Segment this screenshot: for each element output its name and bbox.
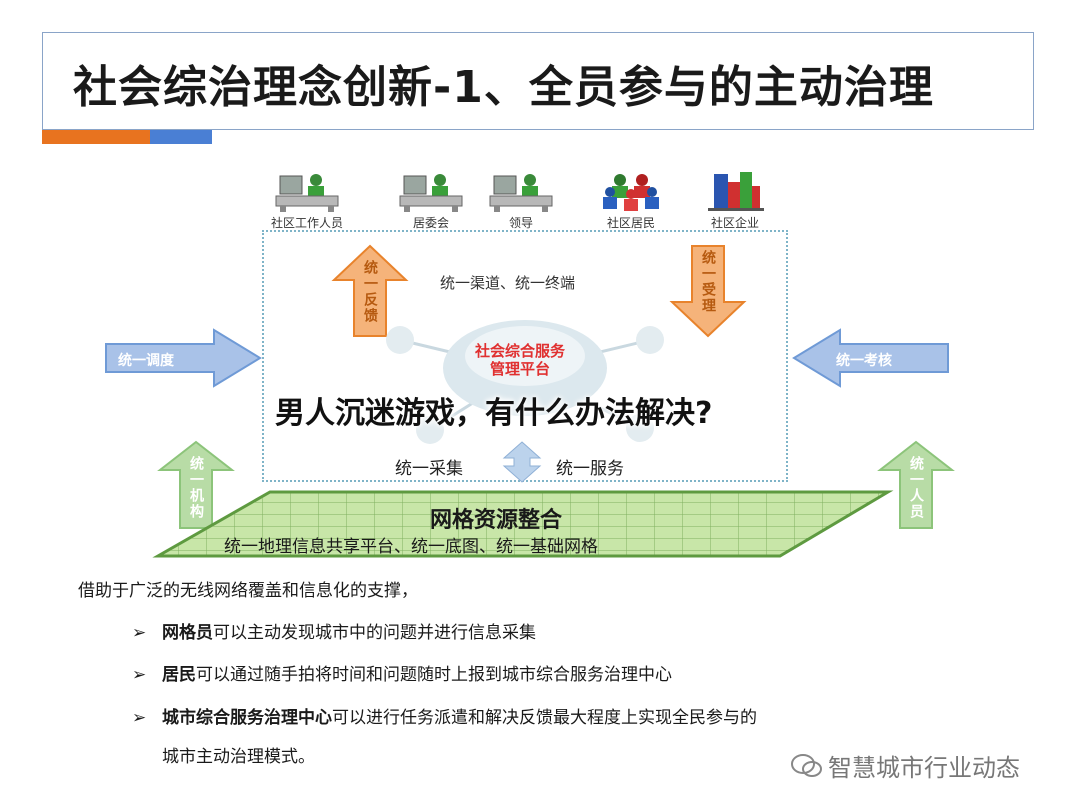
platform-label: 社会综合服务 管理平台	[420, 342, 620, 378]
desk-worker-icon	[489, 174, 553, 212]
title-accent-orange	[42, 130, 150, 144]
actor-label: 社区居民	[606, 216, 655, 230]
grid-resource-plane	[152, 490, 894, 558]
bullet-mark: ➢	[132, 665, 147, 685]
bullet-bold: 城市综合服务治理中心	[162, 708, 332, 728]
double-arrow-icon	[502, 441, 542, 483]
bullet-text: 可以通过随手拍将时间和问题随时上报到城市综合服务治理中心	[196, 665, 672, 685]
bullet-bold: 居民	[162, 665, 196, 685]
actor-residents-committee: 居委会	[376, 170, 486, 231]
actor-community-residents: 社区居民	[576, 170, 686, 231]
actor-label: 社区企业	[710, 216, 759, 230]
title-accent-blue	[150, 130, 212, 144]
actor-community-worker: 社区工作人员	[252, 170, 362, 231]
buildings-icon	[708, 172, 764, 211]
grid-title: 网格资源整合	[430, 508, 563, 533]
watermark-text: 智慧城市行业动态	[828, 754, 1020, 782]
assess-left-arrow	[792, 328, 949, 388]
desk-worker-icon	[399, 174, 463, 212]
desk-worker-icon	[275, 174, 339, 212]
personnel-up-arrow	[877, 440, 955, 529]
actor-community-enterprise: 社区企业	[680, 170, 790, 231]
bullet-text: 可以进行任务派遣和解决反馈最大程度上实现全民参与的	[332, 708, 757, 728]
bullet-mark: ➢	[132, 623, 147, 643]
grid-subtitle: 统一地理信息共享平台、统一底图、统一基础网格	[224, 537, 598, 557]
bullet-item: ➢ 网格员可以主动发现城市中的问题并进行信息采集	[132, 618, 536, 643]
actor-label: 领导	[508, 216, 533, 230]
title-box: 社会综治理念创新-1、全员参与的主动治理	[42, 32, 1034, 130]
personnel-label: 统一人员	[908, 456, 924, 520]
actor-leader: 领导	[466, 170, 576, 231]
accept-down-arrow	[669, 245, 747, 338]
bullet-item: ➢ 城市综合服务治理中心可以进行任务派遣和解决反馈最大程度上实现全民参与的	[132, 703, 757, 728]
service-label: 统一服务	[556, 459, 624, 479]
bullet-bold: 网格员	[162, 623, 213, 643]
people-group-icon	[603, 174, 659, 211]
platform-line1: 社会综合服务	[474, 342, 565, 360]
actor-label: 社区工作人员	[270, 216, 343, 230]
description-intro: 借助于广泛的无线网络覆盖和信息化的支撑，	[78, 581, 418, 601]
bullet-item: ➢ 居民可以通过随手拍将时间和问题随时上报到城市综合服务治理中心	[132, 660, 672, 685]
feedback-label: 统一反馈	[362, 260, 378, 324]
globe-network-icon	[386, 320, 664, 444]
institution-label: 统一机构	[188, 456, 204, 520]
assess-label: 统一考核	[836, 353, 892, 369]
bullet-continuation: 城市主动治理模式。	[162, 747, 315, 767]
actor-label: 居委会	[412, 216, 449, 230]
channel-text: 统一渠道、统一终端	[440, 274, 576, 292]
collect-label: 统一采集	[395, 459, 463, 479]
wechat-icon	[791, 754, 822, 777]
bullet-mark: ➢	[132, 708, 147, 728]
dispatch-label: 统一调度	[118, 353, 174, 369]
accept-label: 统一受理	[700, 250, 716, 314]
institution-up-arrow	[157, 440, 235, 529]
overlay-caption: 男人沉迷游戏，有什么办法解决?	[275, 396, 713, 431]
page-title: 社会综治理念创新-1、全员参与的主动治理	[73, 62, 934, 113]
dispatch-right-arrow	[105, 328, 262, 388]
platform-frame	[262, 230, 788, 482]
platform-line2: 管理平台	[489, 360, 550, 378]
feedback-up-arrow	[331, 244, 409, 337]
bullet-text: 可以主动发现城市中的问题并进行信息采集	[213, 623, 536, 643]
